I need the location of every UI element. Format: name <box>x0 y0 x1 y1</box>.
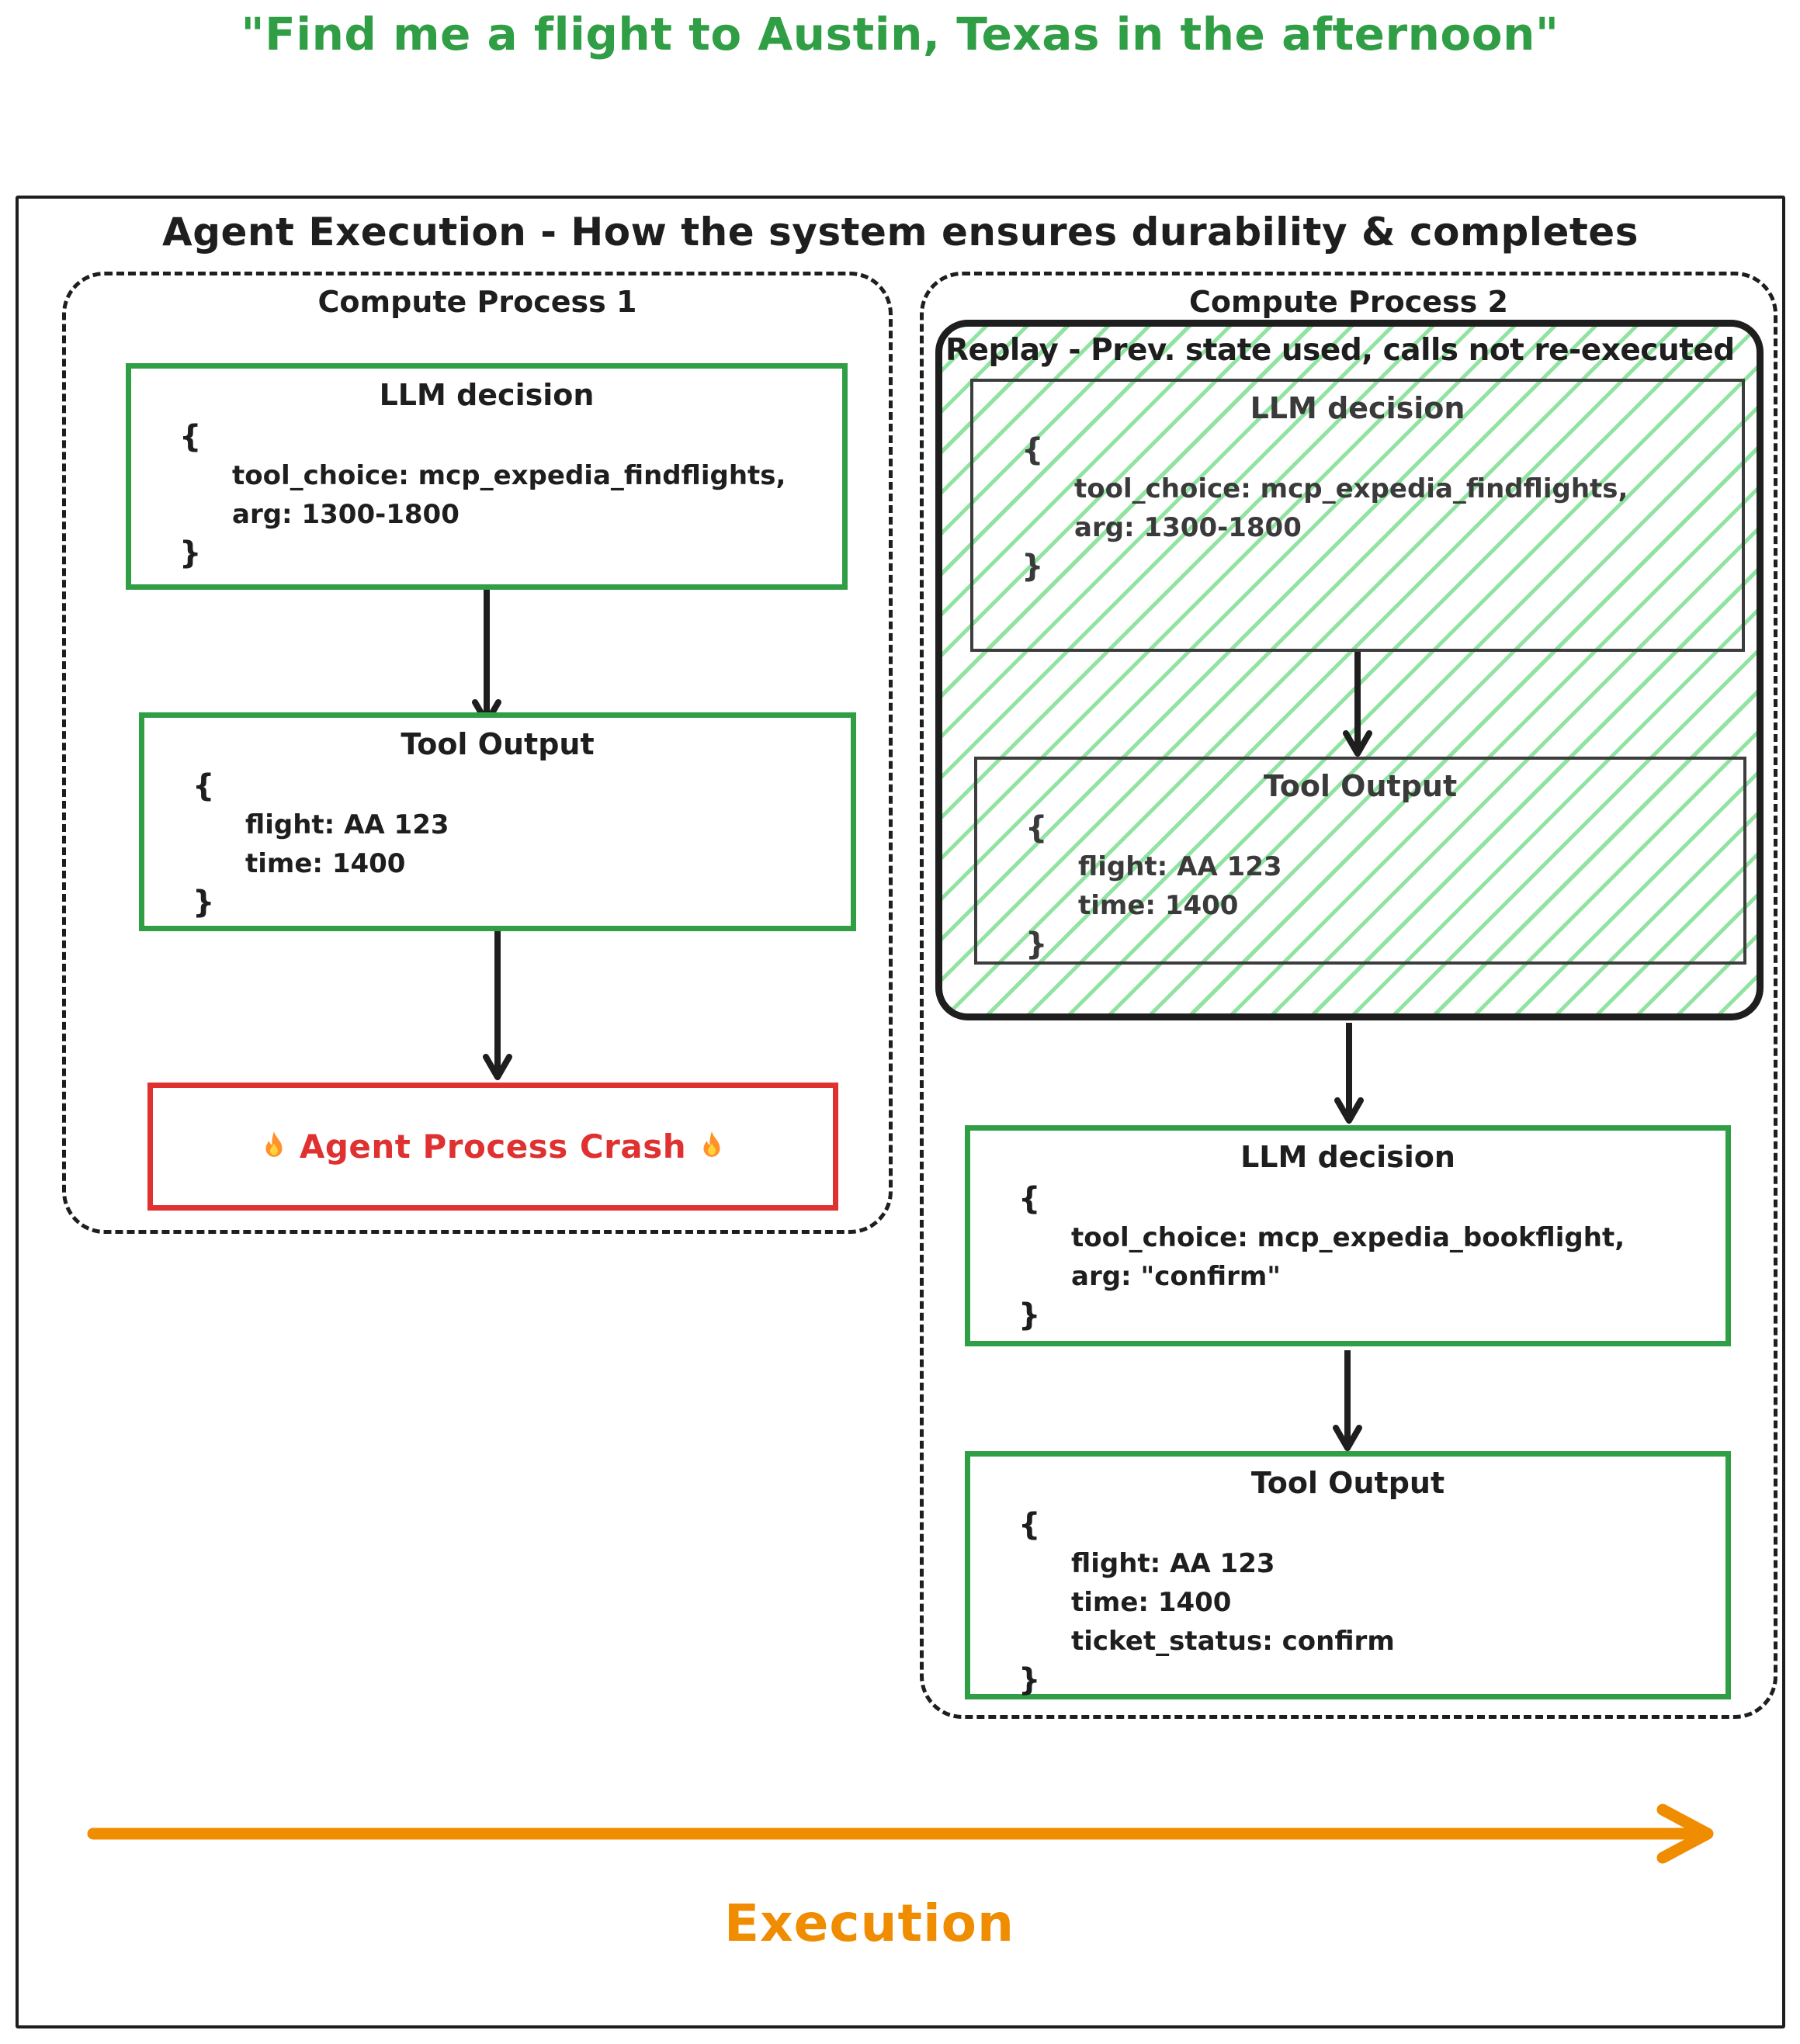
code-line: time: 1400 <box>1078 890 1239 921</box>
replay-tool-output-code: { flight: AA 123 time: 1400 } <box>977 811 1743 961</box>
code-line: flight: AA 123 <box>1078 851 1282 882</box>
code-line: ticket_status: confirm <box>1071 1626 1395 1657</box>
cp1-tool-output-code: { flight: AA 123 time: 1400 } <box>144 769 851 920</box>
diagram-title: Agent Execution - How the system ensures… <box>162 210 1639 255</box>
execution-label: Execution <box>723 1893 1015 1953</box>
replay-box: Replay - Prev. state used, calls not re-… <box>935 320 1764 1020</box>
agent-process-crash-box: Agent Process Crash <box>147 1083 838 1211</box>
agent-execution-container: Agent Execution - How the system ensures… <box>16 196 1785 2028</box>
code-line: { <box>1018 1507 1041 1543</box>
cp2-tool-output-code: { flight: AA 123 time: 1400 ticket_statu… <box>970 1508 1725 1697</box>
code-line: flight: AA 123 <box>1071 1548 1275 1579</box>
code-line: tool_choice: mcp_expedia_findflights, <box>1074 473 1628 504</box>
user-quote-title: "Find me a flight to Austin, Texas in th… <box>241 8 1559 61</box>
flow-arrow-down <box>470 587 504 726</box>
cp2-llm-decision-title: LLM decision <box>1240 1140 1455 1174</box>
cp1-llm-decision-title: LLM decision <box>379 378 595 412</box>
cp1-llm-decision-box: LLM decision { tool_choice: mcp_expedia_… <box>126 363 848 590</box>
replay-label: Replay - Prev. state used, calls not re-… <box>945 333 1735 368</box>
replay-llm-decision-title: LLM decision <box>1250 391 1465 425</box>
flow-arrow-down <box>1340 649 1375 757</box>
code-line: } <box>192 885 215 920</box>
code-line: time: 1400 <box>245 848 406 879</box>
code-line: arg: "confirm" <box>1071 1261 1282 1292</box>
code-line: time: 1400 <box>1071 1587 1232 1618</box>
replay-llm-decision-code: { tool_choice: mcp_expedia_findflights, … <box>973 433 1742 584</box>
compute-process-2: Compute Process 2 Replay - Prev. state u… <box>920 272 1777 1719</box>
replay-tool-output-box: Tool Output { flight: AA 123 time: 1400 … <box>974 757 1746 965</box>
cp2-tool-output-title: Tool Output <box>1250 1466 1445 1500</box>
code-line: arg: 1300-1800 <box>232 499 460 530</box>
code-line: } <box>1018 1297 1041 1333</box>
code-line: { <box>1021 432 1044 468</box>
fire-icon <box>703 1131 720 1157</box>
execution-timeline-arrow <box>87 1803 1714 1864</box>
cp1-tool-output-box: Tool Output { flight: AA 123 time: 1400 … <box>139 712 856 931</box>
compute-process-2-label: Compute Process 2 <box>1189 285 1508 319</box>
cp1-tool-output-title: Tool Output <box>401 727 595 761</box>
code-line: tool_choice: mcp_expedia_bookflight, <box>1071 1222 1625 1253</box>
replay-tool-output-title: Tool Output <box>1263 769 1458 803</box>
code-line: } <box>1021 549 1044 584</box>
code-line: arg: 1300-1800 <box>1074 512 1302 543</box>
cp2-llm-decision-box: LLM decision { tool_choice: mcp_expedia_… <box>965 1125 1731 1346</box>
flow-arrow-down <box>1330 1347 1365 1451</box>
compute-process-1-label: Compute Process 1 <box>317 285 637 319</box>
cp2-llm-decision-code: { tool_choice: mcp_expedia_bookflight, a… <box>970 1182 1725 1332</box>
code-line: { <box>179 419 202 455</box>
crash-label: Agent Process Crash <box>299 1128 687 1166</box>
code-line: tool_choice: mcp_expedia_findflights, <box>232 460 786 491</box>
code-line: { <box>1025 810 1048 846</box>
flow-arrow-down <box>1332 1020 1366 1124</box>
replay-llm-decision-box: LLM decision { tool_choice: mcp_expedia_… <box>970 379 1745 652</box>
code-line: { <box>1018 1181 1041 1217</box>
fire-icon <box>265 1131 283 1157</box>
code-line: { <box>192 768 215 804</box>
cp2-tool-output-box: Tool Output { flight: AA 123 time: 1400 … <box>965 1451 1731 1699</box>
cp1-llm-decision-code: { tool_choice: mcp_expedia_findflights, … <box>131 420 842 570</box>
compute-process-1: Compute Process 1 LLM decision { tool_ch… <box>62 272 893 1234</box>
code-line: flight: AA 123 <box>245 809 449 840</box>
code-line: } <box>179 535 202 571</box>
flow-arrow-down <box>480 928 515 1080</box>
code-line: } <box>1018 1662 1041 1698</box>
code-line: } <box>1025 927 1048 962</box>
